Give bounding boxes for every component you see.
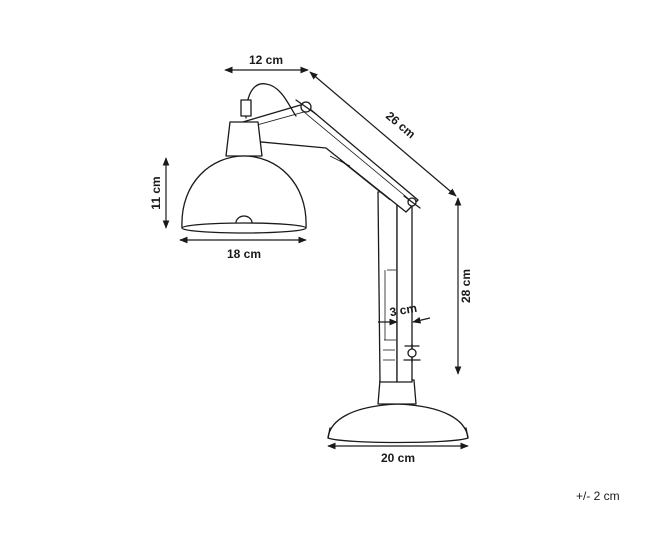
lamp-post <box>377 189 421 383</box>
dimension-lines <box>162 66 469 450</box>
label-total-height: 28 cm <box>459 269 473 303</box>
dim-arm-length-line <box>309 71 457 197</box>
lamp-cable <box>245 83 297 119</box>
label-shade-width: 18 cm <box>227 247 261 261</box>
lamp-shade <box>181 121 307 234</box>
label-arm-length: 26 cm <box>383 109 418 142</box>
label-shade-height: 11 cm <box>149 176 163 209</box>
label-tolerance: +/- 2 cm <box>576 489 620 503</box>
dim-post-width-arrow-right <box>412 316 431 324</box>
label-base-width: 20 cm <box>381 451 415 465</box>
lamp-socket <box>240 99 252 117</box>
lamp-base <box>327 379 469 444</box>
lamp-illustration <box>181 83 469 444</box>
label-top-width: 12 cm <box>249 53 283 67</box>
label-post-width: 3 cm <box>389 301 418 320</box>
